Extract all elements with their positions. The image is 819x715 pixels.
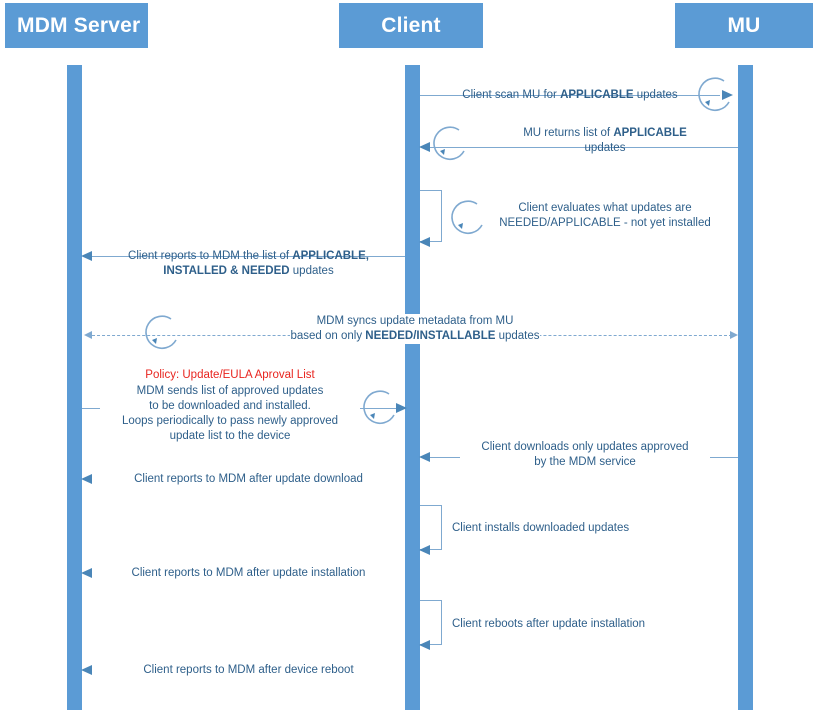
message-line-m2 — [430, 147, 738, 148]
m2-line1-bold: APPLICABLE — [613, 127, 687, 139]
lifeline-client — [405, 65, 420, 710]
actor-label-mu: MU — [727, 13, 761, 37]
arrowhead-right-m5 — [730, 331, 738, 339]
loop-icon-m1 — [693, 72, 741, 120]
loop-icon-m3 — [446, 195, 494, 243]
arrowhead-left-m7 — [419, 452, 430, 462]
actor-header-mu[interactable]: MU — [675, 3, 813, 48]
message-label-m2: MU returns list of APPLICABLE updates — [480, 126, 730, 156]
m3-line2: NEEDED/APPLICABLE - not yet installed — [499, 217, 711, 229]
m6-line3: Loops periodically to pass newly approve… — [121, 415, 339, 427]
m4-line1-prefix: Client reports to MDM the list of — [128, 250, 293, 262]
arrowhead-left-m5 — [84, 331, 92, 339]
m4-line1: Client reports to MDM the list of APPLIC… — [92, 249, 405, 264]
m2-line2: updates — [584, 142, 626, 154]
arrowhead-left-m3 — [419, 237, 430, 247]
m5-line2: based on only NEEDED/INSTALLABLE updates — [290, 329, 540, 344]
m6-line4: update list to the device — [169, 430, 291, 442]
m5-line2-bold: NEEDED/INSTALLABLE — [365, 330, 496, 342]
self-message-box-m9 — [420, 505, 442, 550]
self-message-box-m11 — [420, 600, 442, 645]
m9-line1: Client installs downloaded updates — [452, 522, 630, 534]
m1-line1-bold: APPLICABLE — [560, 89, 634, 101]
m6-line2: to be downloaded and installed. — [149, 400, 311, 412]
m5-line2-suffix: updates — [495, 330, 540, 342]
m2-line1-prefix: MU returns list of — [523, 127, 614, 139]
arrowhead-right-m6 — [396, 403, 407, 413]
m7-line1: Client downloads only updates approved — [481, 441, 689, 453]
arrowhead-left-m8 — [81, 474, 92, 484]
arrowhead-left-m2 — [419, 142, 430, 152]
message-label-m7: Client downloads only updates approved b… — [460, 440, 710, 470]
m11-line1: Client reboots after update installation — [452, 618, 646, 630]
m1-line1-prefix: Client scan MU for — [462, 89, 561, 101]
message-line-m1 — [420, 95, 720, 96]
m2-line1: MU returns list of APPLICABLE — [480, 126, 730, 141]
arrowhead-right-m1 — [722, 90, 733, 100]
m3-line1: Client evaluates what updates are — [518, 202, 692, 214]
message-line-m4 — [92, 256, 405, 257]
m7-line2: by the MDM service — [534, 456, 636, 468]
m6-policy-text: Policy: Update/EULA Aproval List — [145, 369, 315, 381]
message-label-m6: MDM sends list of approved updates to be… — [100, 384, 360, 444]
message-label-m9: Client installs downloaded updates — [452, 521, 652, 536]
arrowhead-left-m11 — [419, 640, 430, 650]
actor-label-client: Client — [381, 13, 441, 37]
message-label-m8: Client reports to MDM after update downl… — [92, 472, 405, 487]
m6-line1: MDM sends list of approved updates — [136, 385, 324, 397]
m12-line1: Client reports to MDM after device reboo… — [143, 664, 354, 676]
m8-line1: Client reports to MDM after update downl… — [134, 473, 363, 485]
message-label-m3: Client evaluates what updates are NEEDED… — [470, 201, 740, 231]
m5-line1: MDM syncs update metadata from MU — [316, 315, 514, 327]
actor-header-client[interactable]: Client — [339, 3, 483, 48]
message-label-m1: Client scan MU for APPLICABLE updates — [420, 88, 720, 103]
message-label-m4: Client reports to MDM the list of APPLIC… — [92, 249, 405, 279]
actor-label-mdm-server: MDM Server — [17, 13, 141, 37]
message-label-m5: MDM syncs update metadata from MU based … — [290, 314, 540, 344]
arrowhead-left-m4 — [81, 251, 92, 261]
m4-line2-bold: INSTALLED & NEEDED — [163, 265, 290, 277]
actor-header-mdm-server[interactable]: MDM Server — [5, 3, 148, 48]
arrowhead-left-m10 — [81, 568, 92, 578]
m4-line2: INSTALLED & NEEDED updates — [92, 264, 405, 279]
m1-line1-suffix: updates — [633, 89, 678, 101]
message-label-m11: Client reboots after update installation — [452, 617, 682, 632]
m5-line2-prefix: based on only — [290, 330, 366, 342]
loop-icon-m5 — [140, 310, 188, 358]
message-label-m10: Client reports to MDM after update insta… — [92, 566, 405, 581]
lifeline-mdm-server — [67, 65, 82, 710]
arrowhead-left-m12 — [81, 665, 92, 675]
arrowhead-left-m9 — [419, 545, 430, 555]
m10-line1: Client reports to MDM after update insta… — [131, 567, 366, 579]
message-policy-label-m6: Policy: Update/EULA Aproval List — [100, 368, 360, 383]
m4-line1-bold: APPLICABLE, — [292, 250, 369, 262]
self-message-box-m3 — [420, 190, 442, 242]
m4-line2-suffix: updates — [289, 265, 334, 277]
message-label-m12: Client reports to MDM after device reboo… — [92, 663, 405, 678]
lifeline-mu — [738, 65, 753, 710]
loop-icon-m2 — [428, 121, 476, 169]
loop-icon-m6 — [358, 385, 406, 433]
